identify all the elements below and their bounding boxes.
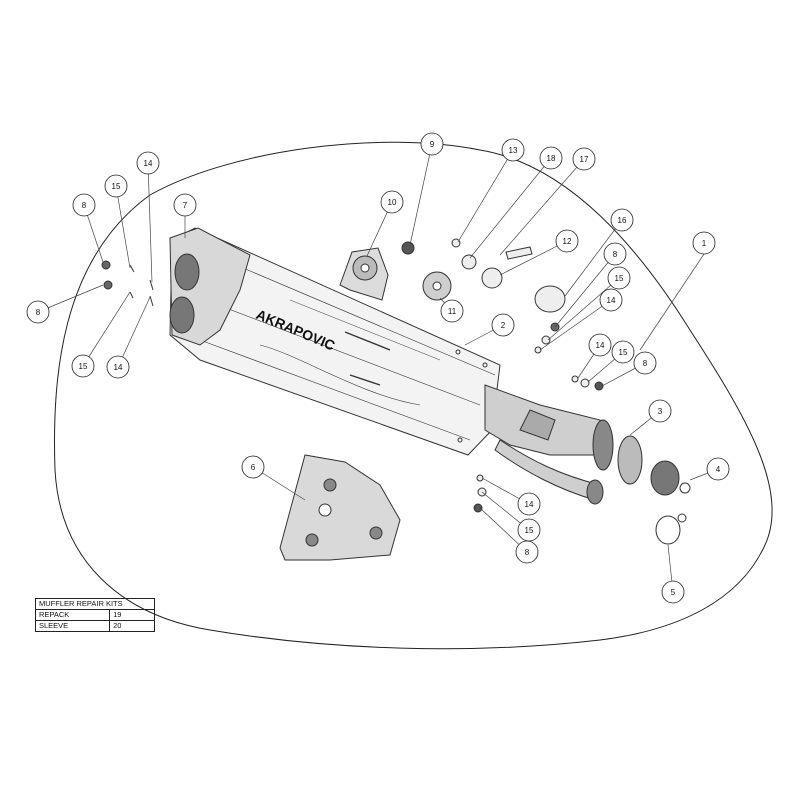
callout-1: 1 xyxy=(692,231,716,255)
callout-8-c: 8 xyxy=(603,242,627,266)
svg-text:10: 10 xyxy=(388,198,397,207)
svg-text:6: 6 xyxy=(251,463,256,472)
svg-text:15: 15 xyxy=(619,348,628,357)
callouts: 1 2 3 4 5 6 7 8 8 8 8 8 9 10 11 12 13 14… xyxy=(26,132,730,604)
hanger-bracket xyxy=(339,247,389,301)
svg-text:8: 8 xyxy=(613,250,618,259)
hardware xyxy=(101,238,604,513)
callout-15-e: 15 xyxy=(517,518,541,542)
svg-text:15: 15 xyxy=(615,274,624,283)
svg-text:4: 4 xyxy=(716,465,721,474)
callout-14-b: 14 xyxy=(106,355,130,379)
callout-3: 3 xyxy=(648,399,672,423)
svg-text:18: 18 xyxy=(547,154,556,163)
callout-13: 13 xyxy=(501,138,525,162)
callout-14-d: 14 xyxy=(588,333,612,357)
svg-text:13: 13 xyxy=(509,146,518,155)
callout-11: 11 xyxy=(440,299,464,323)
svg-text:14: 14 xyxy=(607,296,616,305)
muffler-body xyxy=(169,227,501,456)
table-row: SLEEVE 20 xyxy=(34,620,155,632)
svg-text:15: 15 xyxy=(112,182,121,191)
callout-10: 10 xyxy=(380,190,404,214)
svg-text:8: 8 xyxy=(36,308,41,317)
svg-text:9: 9 xyxy=(430,140,435,149)
callout-8-b: 8 xyxy=(26,300,50,324)
diagram-boundary xyxy=(54,141,773,650)
callout-4: 4 xyxy=(706,457,730,481)
svg-text:8: 8 xyxy=(643,359,648,368)
callout-14-e: 14 xyxy=(517,492,541,516)
end-cap xyxy=(169,227,251,346)
callout-8-d: 8 xyxy=(633,351,657,375)
callout-15-b: 15 xyxy=(71,354,95,378)
callout-12: 12 xyxy=(555,229,579,253)
svg-text:11: 11 xyxy=(448,307,457,316)
callout-8-a: 8 xyxy=(72,193,96,217)
kit-name: SLEEVE xyxy=(34,620,111,632)
callout-16: 16 xyxy=(610,208,634,232)
callout-6: 6 xyxy=(241,455,265,479)
svg-text:15: 15 xyxy=(525,526,534,535)
svg-text:2: 2 xyxy=(501,321,506,330)
svg-text:14: 14 xyxy=(144,159,153,168)
callout-9: 9 xyxy=(420,132,444,156)
svg-text:12: 12 xyxy=(563,237,572,246)
svg-text:17: 17 xyxy=(580,155,589,164)
svg-text:14: 14 xyxy=(525,500,534,509)
callout-15-c: 15 xyxy=(607,266,631,290)
svg-text:15: 15 xyxy=(79,362,88,371)
svg-text:7: 7 xyxy=(183,201,188,210)
link-pipe xyxy=(484,384,691,545)
svg-text:8: 8 xyxy=(82,201,87,210)
callout-17: 17 xyxy=(572,147,596,171)
svg-text:8: 8 xyxy=(525,548,530,557)
kit-name: REPACK xyxy=(34,609,111,621)
svg-text:3: 3 xyxy=(658,407,663,416)
repair-kits-table: MUFFLER REPAIR KITS REPACK 19 SLEEVE 20 xyxy=(34,598,155,632)
callout-5: 5 xyxy=(661,580,685,604)
kit-number: 20 xyxy=(109,620,155,632)
heat-shield xyxy=(279,454,401,561)
callout-7: 7 xyxy=(173,193,197,217)
svg-text:14: 14 xyxy=(596,341,605,350)
svg-text:5: 5 xyxy=(671,588,676,597)
callout-18: 18 xyxy=(539,146,563,170)
repair-kits-title: MUFFLER REPAIR KITS xyxy=(35,598,155,610)
kit-number: 19 xyxy=(109,609,155,621)
callout-8-e: 8 xyxy=(515,540,539,564)
svg-text:1: 1 xyxy=(702,239,707,248)
callout-14-c: 14 xyxy=(599,288,623,312)
callout-14-a: 14 xyxy=(136,151,160,175)
table-row: REPACK 19 xyxy=(34,609,155,621)
svg-text:16: 16 xyxy=(618,216,627,225)
callout-2: 2 xyxy=(491,313,515,337)
callout-15-d: 15 xyxy=(611,340,635,364)
callout-15-a: 15 xyxy=(104,174,128,198)
svg-text:14: 14 xyxy=(114,363,123,372)
